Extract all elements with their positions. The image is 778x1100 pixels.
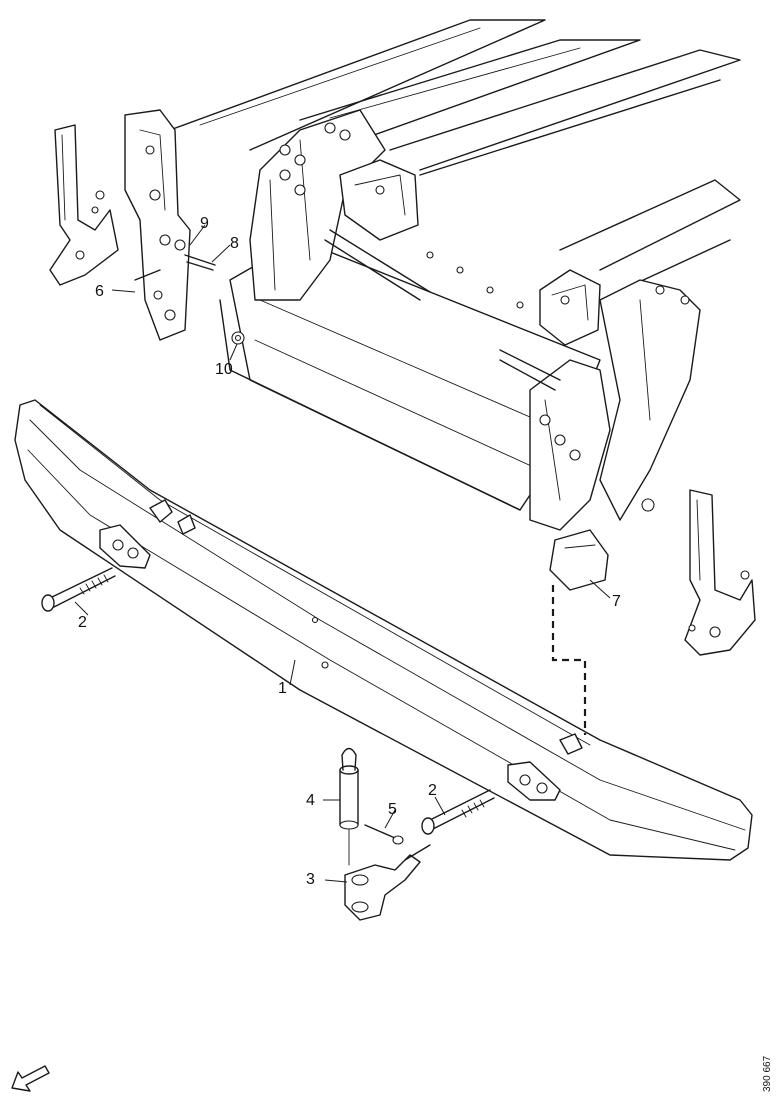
leader-lines	[74, 224, 611, 883]
callout-2-right: 2	[428, 782, 437, 799]
alignment-guide-line	[551, 585, 587, 735]
callout-6: 6	[95, 283, 104, 300]
tow-eye	[344, 844, 431, 921]
bolt-right	[421, 789, 495, 835]
reference-number: 390 667	[762, 1055, 773, 1092]
callout-2-left: 2	[78, 614, 87, 631]
bolt-left	[41, 567, 116, 612]
right-towing-bracket	[549, 489, 756, 656]
callout-7: 7	[612, 593, 621, 610]
lock-clip	[364, 824, 404, 845]
fastener-parts-left	[134, 239, 245, 345]
callout-labels: 1 2 2 3 4 5 6 7 8 9 10	[78, 215, 621, 888]
direction-arrow-icon	[11, 1065, 50, 1092]
callout-10: 10	[215, 361, 233, 378]
callout-4: 4	[306, 792, 315, 809]
tow-pin	[339, 747, 359, 866]
callout-8: 8	[230, 235, 239, 252]
callout-3: 3	[306, 871, 315, 888]
callout-1: 1	[278, 680, 287, 697]
left-towing-bracket	[49, 109, 191, 341]
bumper-beam	[14, 399, 753, 861]
chassis-frame	[169, 19, 741, 531]
callout-9: 9	[200, 215, 209, 232]
callout-5: 5	[388, 801, 397, 818]
